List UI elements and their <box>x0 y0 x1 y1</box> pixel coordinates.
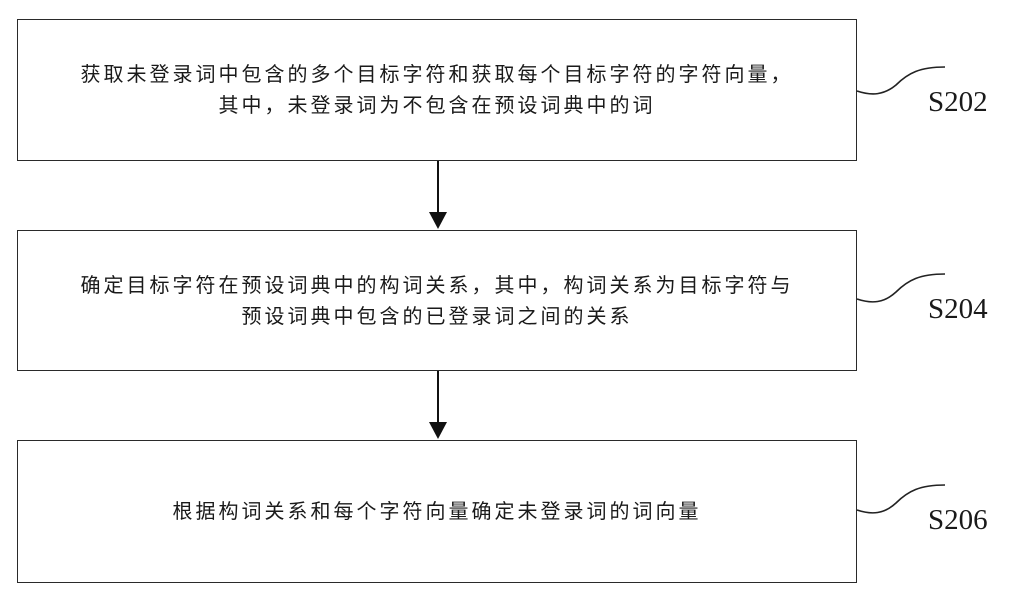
step-box-s204: 确定目标字符在预设词典中的构词关系，其中，构词关系为目标字符与 预设词典中包含的… <box>17 230 857 371</box>
arrow-step2-to-step3 <box>429 371 447 439</box>
step-s204-line-2: 预设词典中包含的已登录词之间的关系 <box>241 303 633 328</box>
step-s202-line-1: 获取未登录词中包含的多个目标字符和获取每个目标字符的字符向量， <box>80 62 794 86</box>
step-box-s202: 获取未登录词中包含的多个目标字符和获取每个目标字符的字符向量， 其中，未登录词为… <box>17 19 857 161</box>
step-label-s202: S202 <box>928 86 988 118</box>
step-box-s206: 根据构词关系和每个字符向量确定未登录词的词向量 <box>17 440 857 583</box>
step-s202-line-2: 其中，未登录词为不包含在预设词典中的词 <box>218 93 656 117</box>
arrow-step1-to-step2 <box>429 161 447 229</box>
step-s204-line-1: 确定目标字符在预设词典中的构词关系，其中，构词关系为目标字符与 <box>80 272 794 297</box>
step-label-s206: S206 <box>928 504 988 536</box>
step-label-s204: S204 <box>928 293 988 325</box>
step-s206-line-1: 根据构词关系和每个字符向量确定未登录词的词向量 <box>172 499 702 523</box>
